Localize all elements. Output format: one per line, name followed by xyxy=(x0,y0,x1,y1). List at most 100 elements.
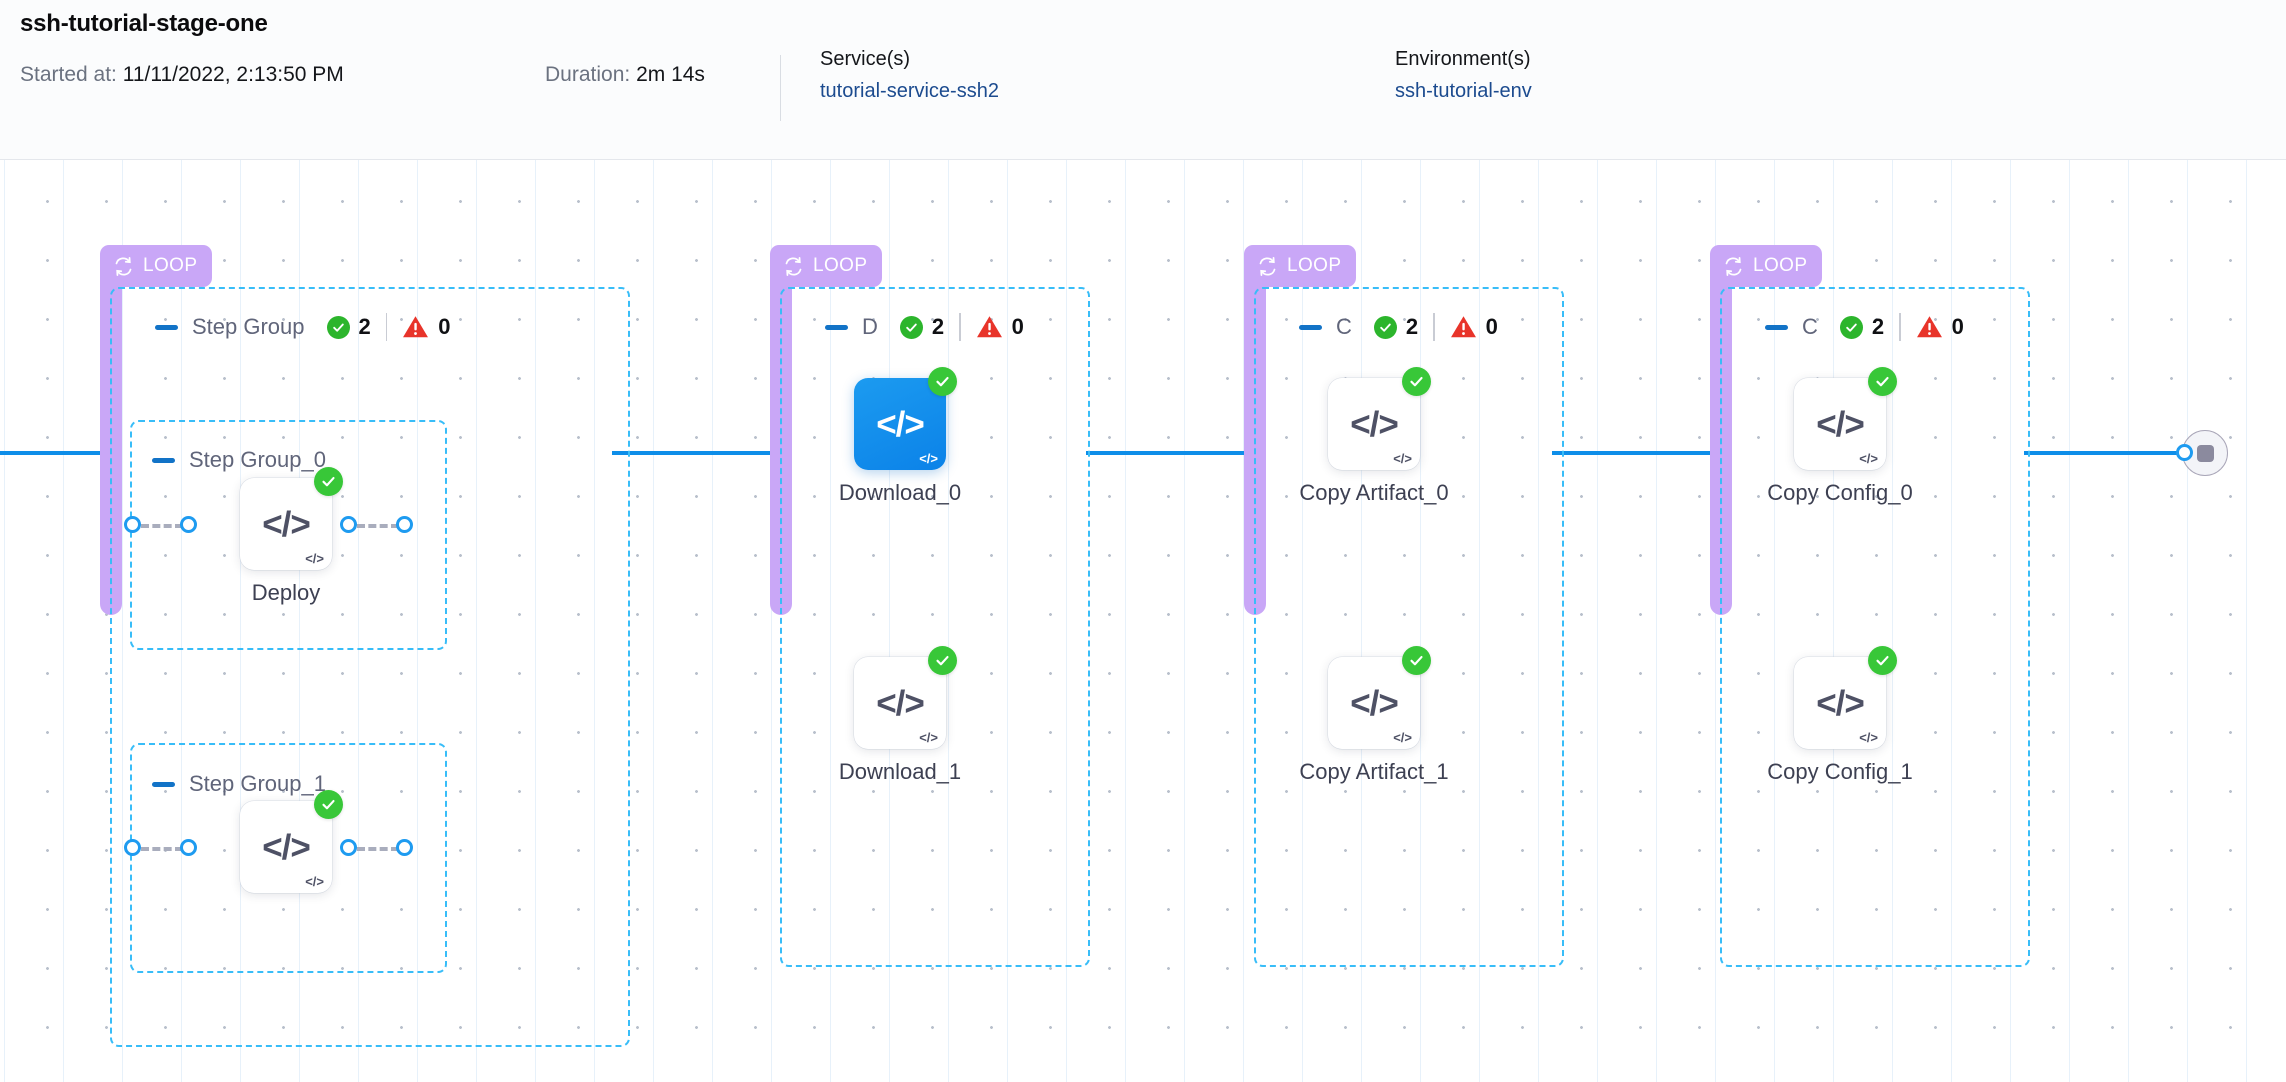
shell-script-icon: </> xyxy=(305,874,324,889)
status-badge-success xyxy=(1402,367,1431,396)
connector-dot-out-outer[interactable] xyxy=(396,839,413,856)
success-check-icon xyxy=(1839,315,1863,339)
node-download-0[interactable]: </> </> Download_0 xyxy=(839,367,961,505)
loop-badge-label: LOOP xyxy=(813,255,868,276)
node-label: Deploy xyxy=(251,580,321,605)
connector-dash-right xyxy=(357,847,399,851)
node-label: Copy Artifact_0 xyxy=(1299,480,1449,505)
node-label: Copy Config_1 xyxy=(1767,759,1913,784)
node-tile[interactable]: </> </> xyxy=(240,478,332,570)
code-icon: </> xyxy=(1816,683,1865,723)
loop-icon xyxy=(113,256,134,277)
group-title: C xyxy=(1802,314,1818,339)
error-count: 0 xyxy=(438,314,451,339)
node-label: Download_1 xyxy=(838,759,962,784)
collapse-toggle-icon[interactable] xyxy=(1299,324,1322,330)
shell-script-icon: </> xyxy=(919,451,938,466)
collapse-toggle-icon[interactable] xyxy=(1765,324,1788,330)
end-node-input-socket[interactable] xyxy=(2176,444,2193,461)
success-count: 2 xyxy=(358,314,371,339)
node-tile[interactable]: </> </> xyxy=(854,657,946,749)
node-copy-artifact-0[interactable]: </> </> Copy Artifact_0 xyxy=(1299,367,1449,505)
status-badge-success xyxy=(1868,646,1897,675)
node-copy-config-1[interactable]: </> </> Copy Config_1 xyxy=(1767,646,1913,784)
spine-segment-3 xyxy=(1552,451,1712,455)
started-at-value: 11/11/2022, 2:13:50 PM xyxy=(122,63,344,86)
node-tile[interactable]: </> </> xyxy=(1794,657,1886,749)
loop-badge[interactable]: LOOP xyxy=(1710,245,1823,287)
success-count: 2 xyxy=(1405,314,1419,339)
collapse-toggle-icon[interactable] xyxy=(152,781,175,787)
status-badge-success xyxy=(928,646,957,675)
collapse-toggle-icon[interactable] xyxy=(152,457,175,463)
subgroup-title: Step Group_1 xyxy=(189,771,326,796)
group-box[interactable] xyxy=(110,287,630,1047)
started-at: Started at: 11/11/2022, 2:13:50 PM xyxy=(20,63,344,87)
node-step-group-1-item[interactable]: </> </> xyxy=(240,790,343,893)
loop-badge-label: LOOP xyxy=(1753,255,1808,276)
success-check-icon xyxy=(1373,315,1397,339)
collapse-toggle-icon[interactable] xyxy=(825,324,848,330)
duration-label: Duration: xyxy=(545,63,631,86)
environments-block: Environment(s) ssh-tutorial-env xyxy=(1395,48,1532,103)
subgroup-header-step-group-0: Step Group_0 xyxy=(152,447,326,473)
status-badge-success xyxy=(928,367,957,396)
connector-dot-in[interactable] xyxy=(180,839,197,856)
connector-dot-in-outer[interactable] xyxy=(124,839,141,856)
duration: Duration: 2m 14s xyxy=(545,63,705,87)
meta-divider xyxy=(780,55,781,121)
stop-icon xyxy=(2196,444,2214,462)
node-copy-config-0[interactable]: </> </> Copy Config_0 xyxy=(1767,367,1913,505)
connector-dot-out[interactable] xyxy=(340,516,357,533)
subgroup-box-step-group-1[interactable] xyxy=(130,743,447,973)
error-count: 0 xyxy=(1951,314,1964,339)
group-counts: 2 0 xyxy=(899,313,1024,341)
node-tile[interactable]: </> </> xyxy=(854,378,946,470)
started-at-label: Started at: xyxy=(20,63,117,86)
connector-dot-out[interactable] xyxy=(340,839,357,856)
error-count: 0 xyxy=(1011,314,1024,339)
group-counts: 2 0 xyxy=(1839,313,1964,341)
shell-script-icon: </> xyxy=(919,730,938,745)
loop-group-step-group: LOOP Step Group 2 0 Step Group_0 xyxy=(100,245,630,1047)
status-badge-success xyxy=(314,467,343,496)
loop-group-copy-config: LOOP C 2 0 </> </> xyxy=(1710,245,2030,1035)
node-label: Copy Artifact_1 xyxy=(1299,759,1449,784)
group-box[interactable] xyxy=(1720,287,2030,967)
loop-badge[interactable]: LOOP xyxy=(100,245,213,287)
duration-value: 2m 14s xyxy=(636,63,705,86)
loop-badge[interactable]: LOOP xyxy=(1244,245,1357,287)
services-link[interactable]: tutorial-service-ssh2 xyxy=(820,80,999,102)
node-tile[interactable]: </> </> xyxy=(1794,378,1886,470)
shell-script-icon: </> xyxy=(1393,451,1412,466)
environments-link[interactable]: ssh-tutorial-env xyxy=(1395,80,1532,102)
status-badge-success xyxy=(314,790,343,819)
subgroup-box-step-group-0[interactable] xyxy=(130,420,447,650)
connector-dash-left xyxy=(141,847,183,851)
connector-dot-in[interactable] xyxy=(180,516,197,533)
group-title: D xyxy=(862,314,878,339)
node-deploy[interactable]: </> </> Deploy xyxy=(240,467,343,605)
node-tile[interactable]: </> </> xyxy=(240,801,332,893)
group-box[interactable] xyxy=(780,287,1090,967)
loop-badge[interactable]: LOOP xyxy=(770,245,883,287)
spine-segment-1 xyxy=(612,451,772,455)
success-count: 2 xyxy=(1871,314,1885,339)
collapse-toggle-icon[interactable] xyxy=(155,324,178,330)
group-box[interactable] xyxy=(1254,287,1564,967)
node-tile[interactable]: </> </> xyxy=(1328,657,1420,749)
connector-dot-in-outer[interactable] xyxy=(124,516,141,533)
spine-segment-left xyxy=(0,451,106,455)
node-copy-artifact-1[interactable]: </> </> Copy Artifact_1 xyxy=(1299,646,1449,784)
loop-badge-label: LOOP xyxy=(143,255,198,276)
environments-title: Environment(s) xyxy=(1395,48,1531,70)
count-divider xyxy=(1899,313,1901,341)
shell-script-icon: </> xyxy=(1859,730,1878,745)
connector-dash-right xyxy=(357,524,399,528)
node-download-1[interactable]: </> </> Download_1 xyxy=(839,646,961,784)
pipeline-canvas[interactable]: LOOP Step Group 2 0 Step Group_0 xyxy=(0,160,2286,1082)
node-tile[interactable]: </> </> xyxy=(1328,378,1420,470)
code-icon: </> xyxy=(876,404,925,444)
connector-dot-out-outer[interactable] xyxy=(396,516,413,533)
group-counts: 2 0 xyxy=(326,313,451,341)
